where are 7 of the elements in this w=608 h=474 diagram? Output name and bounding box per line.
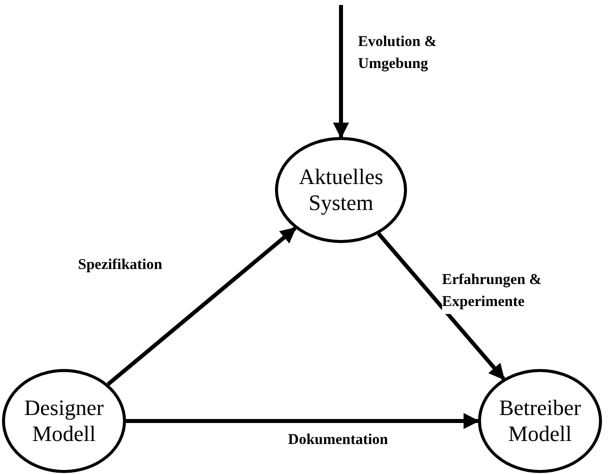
arrow	[333, 5, 349, 139]
node-label: Designer Modell	[23, 394, 105, 448]
node-label: Betreiber Modell	[498, 394, 582, 448]
arrow	[126, 413, 480, 429]
arrow	[106, 226, 296, 386]
arrow	[377, 232, 506, 380]
node-label: Aktuelles System	[298, 164, 384, 216]
